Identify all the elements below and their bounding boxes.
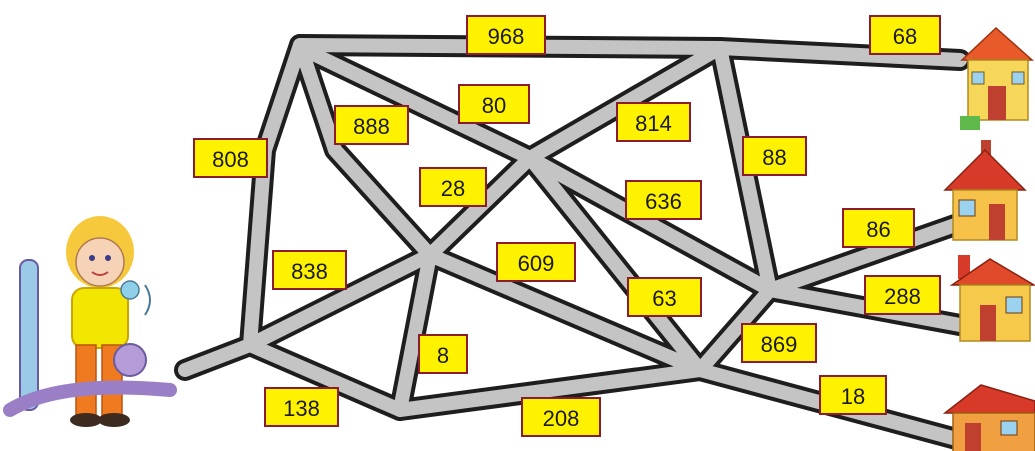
road-label: 28	[419, 167, 487, 207]
road-label: 138	[264, 387, 339, 427]
house-3-icon	[949, 255, 1035, 342]
road-label: 869	[741, 323, 817, 363]
road-label: 8	[418, 334, 468, 374]
road-label: 808	[193, 138, 268, 178]
road-label: 888	[334, 105, 409, 145]
road-label: 208	[521, 397, 601, 437]
road-label: 968	[466, 15, 546, 55]
road-label: 80	[458, 84, 530, 124]
house-2-icon	[943, 140, 1027, 241]
road-label: 88	[742, 136, 807, 176]
road-label: 63	[627, 277, 702, 317]
road-label: 68	[869, 15, 941, 55]
road-label: 609	[496, 242, 576, 282]
road-label: 86	[842, 208, 915, 248]
house-1-icon	[960, 26, 1034, 130]
road-label: 18	[819, 375, 887, 415]
road-label: 636	[625, 180, 702, 220]
road-label: 288	[864, 275, 941, 315]
boy-with-cat-illustration	[3, 216, 177, 427]
road-label: 814	[616, 102, 691, 142]
road-label: 838	[272, 250, 347, 290]
house-4-icon	[942, 384, 1035, 451]
